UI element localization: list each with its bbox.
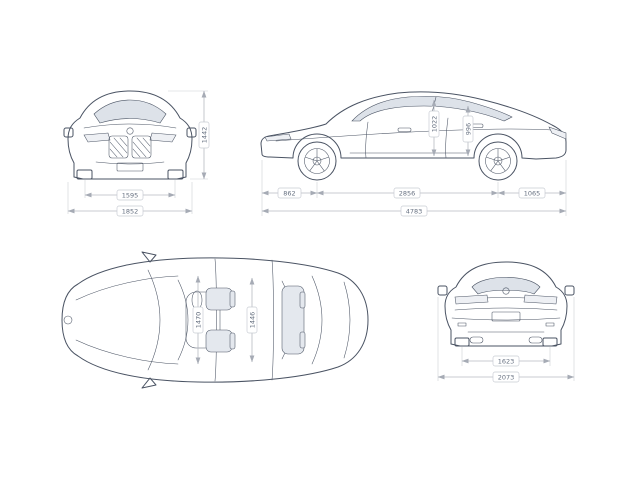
rear-wheel-right — [542, 337, 558, 347]
side-rear-wheel — [478, 141, 518, 181]
dim-label-length: 4783 — [406, 208, 423, 216]
dim-label-rear-track: 1623 — [498, 358, 515, 366]
front-mirror-right — [186, 127, 197, 138]
top-mirror-right — [141, 377, 157, 389]
side-headlight — [264, 133, 292, 142]
rear-view-drawing — [437, 261, 575, 347]
headlight-left — [83, 132, 111, 143]
dim-label-height: 1442 — [201, 127, 209, 144]
top-roundel-logo — [63, 315, 73, 325]
taillight-right — [523, 294, 558, 305]
rear-mirror-right — [564, 285, 575, 296]
exhaust-right — [528, 336, 543, 344]
front-roundel-logo — [126, 127, 134, 135]
front-mirror-left — [63, 127, 74, 138]
dim-label-rear-overhang: 1065 — [524, 190, 541, 198]
side-view-dimensions: 1022 996 862 2856 1065 4783 — [261, 99, 567, 217]
side-glass — [351, 95, 513, 122]
front-wheel-right — [167, 169, 184, 180]
kidney-grille-right — [131, 135, 152, 159]
top-mirror-left — [141, 251, 157, 263]
rear-wheel-left — [454, 337, 470, 347]
sunroof — [185, 291, 221, 349]
seats — [205, 285, 306, 355]
dim-label-top-rear-width: 1446 — [249, 312, 257, 329]
side-view-drawing — [260, 91, 567, 181]
dim-label-top-front-width: 1470 — [195, 312, 203, 329]
rear-view-dimensions: 1623 2073 — [437, 297, 575, 383]
taillight-left — [454, 294, 489, 305]
rear-mirror-left — [437, 285, 448, 296]
dim-label-cabin-rear: 996 — [465, 123, 473, 135]
dim-label-cabin-front: 1022 — [431, 116, 439, 133]
dim-label-front-width: 1852 — [122, 208, 139, 216]
front-windshield — [93, 99, 167, 124]
front-view-drawing — [63, 90, 197, 180]
front-plate — [116, 162, 144, 172]
door-handle-front — [397, 127, 412, 132]
rear-plate — [491, 311, 521, 322]
dim-label-wheelbase: 2856 — [399, 190, 416, 198]
side-front-wheel — [297, 141, 337, 181]
steering-wheel — [191, 290, 203, 310]
dim-label-front-track: 1595 — [122, 192, 139, 200]
side-taillight — [548, 126, 567, 140]
headlight-right — [149, 132, 177, 143]
front-view-dimensions: 1595 1852 1442 — [67, 90, 210, 217]
rear-roundel-logo — [502, 287, 510, 295]
top-view-dimensions: 1470 1446 — [192, 275, 258, 365]
exhaust-left — [469, 336, 484, 344]
front-wheel-left — [76, 169, 93, 180]
dim-label-rear-width-mirrors: 2073 — [498, 374, 515, 382]
dim-label-front-overhang: 862 — [283, 190, 295, 198]
top-view-drawing — [61, 251, 369, 389]
rear-window — [471, 277, 541, 295]
kidney-grille-left — [108, 135, 129, 159]
